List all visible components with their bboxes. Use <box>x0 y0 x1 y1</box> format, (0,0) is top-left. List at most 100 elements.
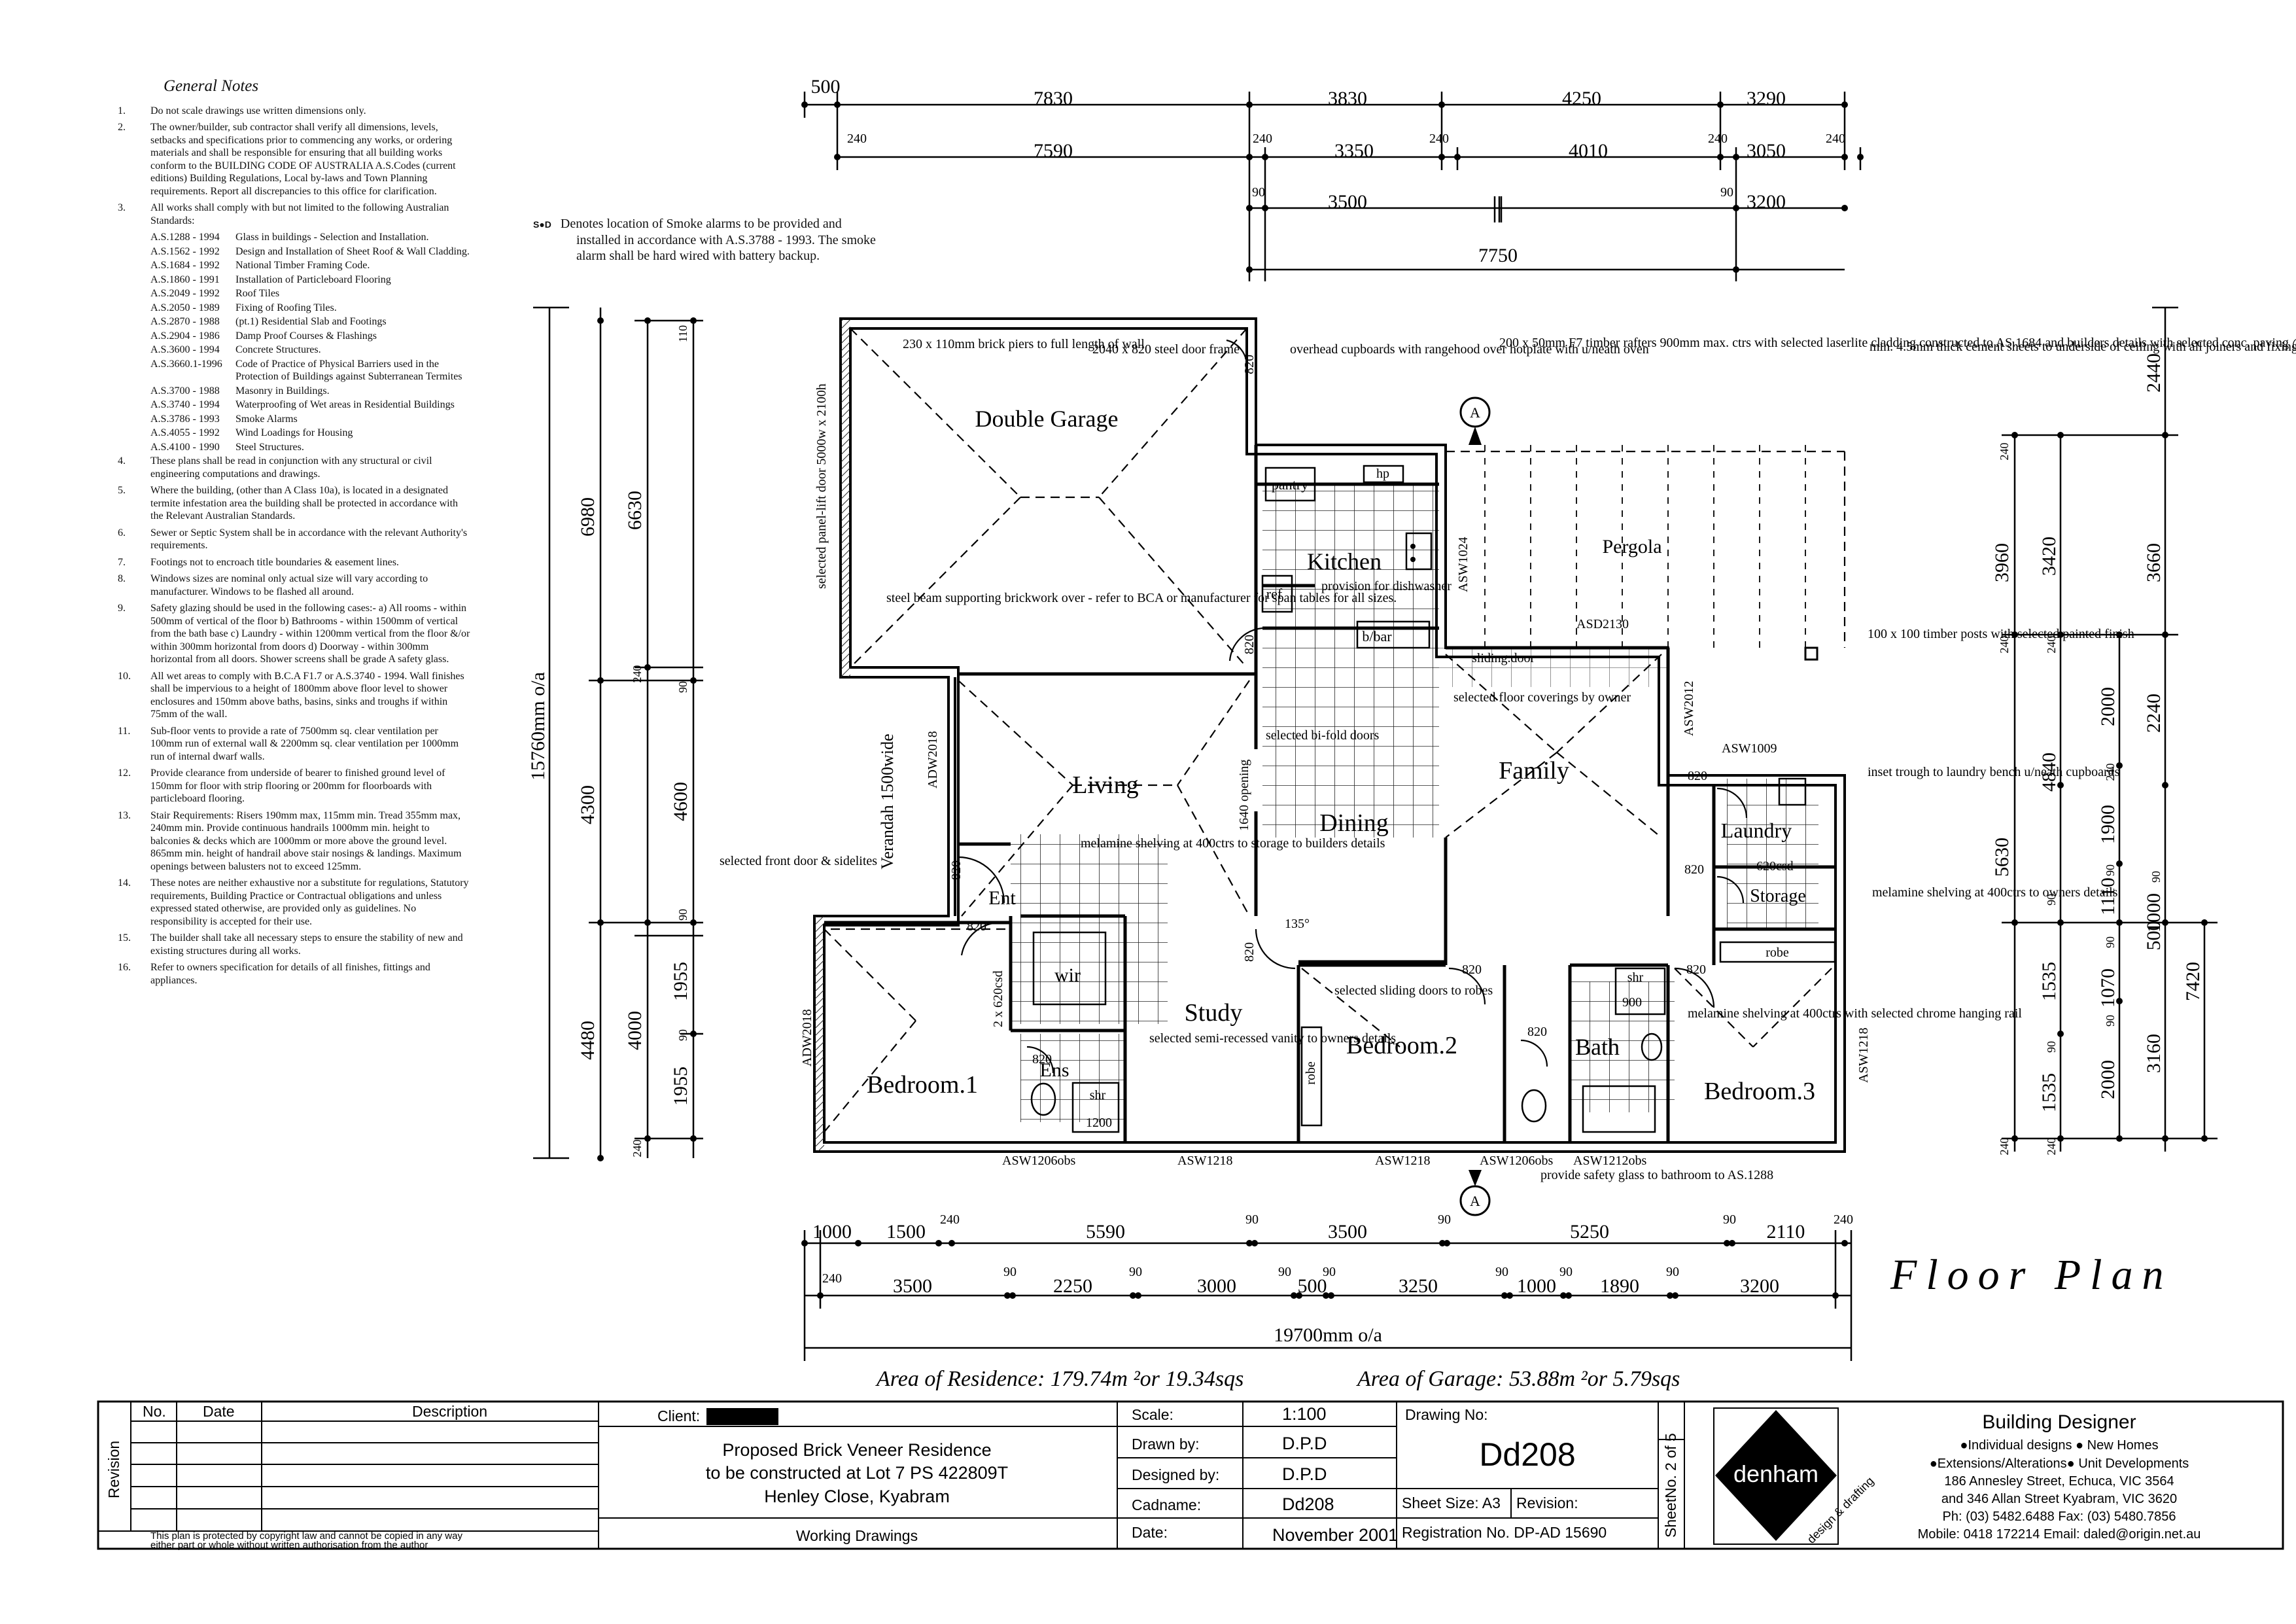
dim-bot-3500b: 3500 <box>893 1275 932 1297</box>
tb-line6: Mobile: 0418 172214 Email: daled@origin.… <box>1918 1527 2201 1542</box>
standard-code: A.S.2904 - 1986 <box>150 330 220 342</box>
general-notes: General Notes 1.Do not scale drawings us… <box>118 78 471 991</box>
room-dining: Dining <box>1319 809 1389 837</box>
dim-bot-5250: 5250 <box>1570 1221 1609 1243</box>
note-text: All works shall comply with but not limi… <box>150 202 449 226</box>
tb-date: November 2001 <box>1272 1525 1398 1545</box>
general-note-item: 6.Sewer or Septic System shall be in acc… <box>118 527 471 552</box>
standard-code: A.S.3740 - 1994 <box>150 399 220 410</box>
dim-bot-90c: 90 <box>1723 1212 1736 1227</box>
dim-bot-1500: 1500 <box>886 1221 926 1243</box>
dim-left-240b: 240 <box>631 1140 644 1157</box>
note-timber-posts: 100 x 100 timber posts with selected pai… <box>1868 627 2134 641</box>
top-dimension-labels: 500 7830 3830 4250 3290 240 7590 240 335… <box>811 76 1846 266</box>
interior-walls <box>824 445 1835 1142</box>
top-dimension-ticks <box>801 101 1864 273</box>
tb-line3: 186 Annesley Street, Echuca, VIC 3564 <box>1944 1474 2174 1489</box>
left-dimensions <box>533 306 703 1159</box>
note-front-door: selected front door & sidelites <box>720 854 877 868</box>
section-marker-bottom <box>1459 1170 1491 1216</box>
bottom-dimension-ticks <box>801 1240 1848 1299</box>
note-cement-sheets: min. 4.5mm thick cement sheets to unders… <box>1870 340 2296 354</box>
dim-top-3050: 3050 <box>1747 140 1786 162</box>
garage-wall-hatch <box>841 319 850 677</box>
dim-top-4010: 4010 <box>1569 140 1608 162</box>
kitchen-sink-icon <box>1410 544 1416 562</box>
standard-desc: Waterproofing of Wet areas in Residentia… <box>235 399 455 410</box>
room-living: Living <box>1072 771 1138 799</box>
standard-code: A.S.1860 - 1991 <box>150 274 220 285</box>
dim-top-240a: 240 <box>847 132 867 146</box>
standard-code: A.S.3700 - 1988 <box>150 385 220 397</box>
section-label-top: A <box>1470 404 1480 421</box>
timber-post-icon <box>1804 646 1818 661</box>
standard-desc: Steel Structures. <box>235 441 304 453</box>
dim-left-4600: 4600 <box>670 782 691 821</box>
exterior-walls <box>813 317 1846 1153</box>
standard-code: A.S.4100 - 1990 <box>150 441 220 453</box>
dim-bot-1000: 1000 <box>812 1221 852 1243</box>
note-number: 15. <box>118 932 131 944</box>
win-asw1218a: ASW1218 <box>1177 1154 1232 1168</box>
win-adw2018b: ADW2018 <box>800 1009 814 1067</box>
tb-line5: Ph: (03) 5482.6488 Fax: (03) 5480.7856 <box>1943 1509 2176 1524</box>
fixtures <box>1030 465 1836 1133</box>
room-bath-shr: shr <box>1627 970 1644 985</box>
dim-bot-1890: 1890 <box>1600 1275 1639 1297</box>
dim-right-3160: 3160 <box>2143 1034 2165 1073</box>
dim-bot-90j: 90 <box>1666 1265 1679 1279</box>
note-dishwasher: provision for dishwasher <box>1321 579 1452 593</box>
logo-text: denham <box>1733 1460 1818 1487</box>
general-note-item: 11.Sub-floor vents to provide a rate of … <box>118 725 471 764</box>
dim-left-4480: 4480 <box>577 1021 599 1060</box>
note-text: Windows sizes are nominal only actual si… <box>150 573 428 597</box>
tb-sheet-no: No. 2 of 5 <box>1662 1433 1679 1498</box>
dim-bot-90e: 90 <box>1129 1265 1142 1279</box>
standard-desc: Masonry in Buildings. <box>235 385 330 397</box>
win-asw1218r: ASW1218 <box>1856 1028 1871 1083</box>
wir-box <box>1032 931 1107 1006</box>
dim-top-240c: 240 <box>1429 132 1449 146</box>
tb-designer-title: Building Designer <box>1982 1411 2136 1433</box>
dim-right-90e: 90 <box>2104 1015 2117 1027</box>
dim-left-90a: 90 <box>676 681 689 693</box>
dim-right-4840: 4840 <box>2038 752 2060 792</box>
dim-top-3500: 3500 <box>1328 191 1367 213</box>
standard-desc: Installation of Particleboard Flooring <box>235 274 391 285</box>
standard-item: A.S.3740 - 1994 Waterproofing of Wet area… <box>150 398 471 412</box>
dim-left-4000: 4000 <box>624 1011 646 1050</box>
dim-right-90b: 90 <box>2045 1041 2058 1053</box>
tb-scale-label: Scale: <box>1132 1406 1174 1423</box>
standard-item: A.S.2870 - 1988(pt.1) Residential Slab a… <box>150 315 471 328</box>
dim-bot-90b: 90 <box>1438 1212 1451 1227</box>
dim-right-2440: 2440 <box>2143 353 2165 393</box>
win-asw1009: ASW1009 <box>1722 741 1777 756</box>
dim-left-1955a: 1955 <box>670 962 691 1001</box>
bbar-box <box>1356 620 1431 649</box>
dim-top-3290: 3290 <box>1747 88 1786 109</box>
room-wir: wir <box>1054 964 1081 986</box>
dim-bot-1000b: 1000 <box>1517 1275 1556 1297</box>
tb-project2: to be constructed at Lot 7 PS 422809T <box>706 1463 1008 1483</box>
note-number: 6. <box>118 527 126 538</box>
dim-bot-90d: 90 <box>1003 1265 1017 1279</box>
tb-registration: Registration No. DP-AD 15690 <box>1402 1524 1607 1541</box>
plan-annotations: 230 x 110mm brick piers to full length o… <box>720 336 2296 1209</box>
bed1-wall-hatch <box>814 916 824 1152</box>
room-double-garage: Double Garage <box>975 406 1119 432</box>
note-number: 11. <box>118 725 131 737</box>
sink-box <box>1405 532 1433 571</box>
tb-designed: D.P.D <box>1282 1464 1327 1484</box>
room-laundry: Laundry <box>1721 819 1792 842</box>
dim-right-240d: 240 <box>2045 636 2058 654</box>
win-asw1218b: ASW1218 <box>1375 1154 1430 1168</box>
section-marker-top <box>1459 397 1491 445</box>
dim-right-90d: 90 <box>2104 936 2117 948</box>
note-brick-piers: 230 x 110mm brick piers to full length o… <box>903 337 1145 351</box>
note-sliding-door: sliding.door <box>1472 651 1535 665</box>
dim-right-1000: 1000 <box>2143 893 2165 932</box>
